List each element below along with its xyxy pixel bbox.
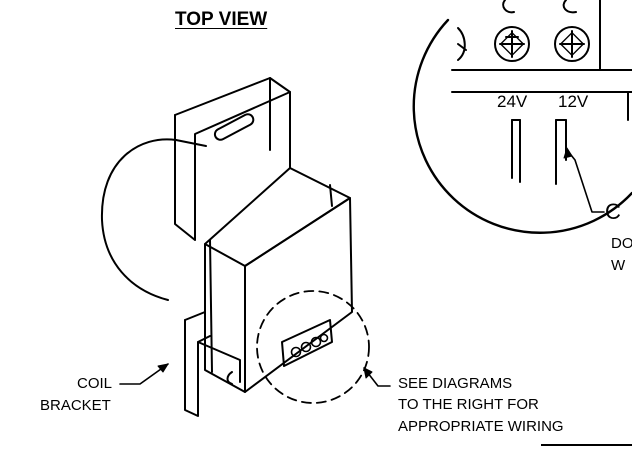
coil-cylinder-edge [175,139,207,147]
coil-label: COIL [77,375,113,392]
bracket-lower-face [184,319,211,417]
see-diagrams-line3: APPROPRIATE WIRING [398,418,564,435]
bracket-screw [226,371,233,385]
cut-wire-leader [566,149,605,213]
detail-magnifier-circle [412,18,632,234]
bracket-label: BRACKET [40,397,111,414]
cut-wire-note-line3: W [611,257,626,274]
cut-wire-arrow [563,147,573,159]
cut-wire-note-line2: DO [611,235,632,252]
terminal-hole-4 [319,333,329,343]
voltage-24v-label: 24V [497,92,528,111]
terminal-hole-2 [300,341,312,353]
cut-wire-label: C [605,199,621,224]
screw-12v [554,0,590,62]
coil-bracket-arrow [157,363,169,373]
see-diagrams-line2: TO THE RIGHT FOR [398,396,539,413]
voltage-12v-label: 12V [558,92,589,111]
terminal-block [281,319,333,367]
screw-24v [494,0,530,62]
view-title: TOP VIEW [175,9,268,30]
bottom-rule [541,444,632,446]
terminal-hole-3 [310,336,322,348]
bracket-tab-top-edge [174,77,291,116]
detail-callout-circle [256,290,370,404]
see-diagrams-arrow [363,367,373,379]
terminal-detail-view [412,0,632,234]
housing-step [329,184,333,207]
housing-right [244,197,353,393]
coil-cylinder [100,138,177,301]
terminal-hole-1 [290,346,302,358]
bracket-top-tab [174,91,291,241]
housing-top [204,167,351,267]
screw-left-partial [457,27,467,61]
see-diagrams-line1: SEE DIAGRAMS [398,375,513,392]
housing-inner-edge [209,239,213,373]
coil-bracket-leader [119,363,169,385]
bracket-lower-top [184,311,206,321]
bracket-lower-flange [197,341,241,383]
